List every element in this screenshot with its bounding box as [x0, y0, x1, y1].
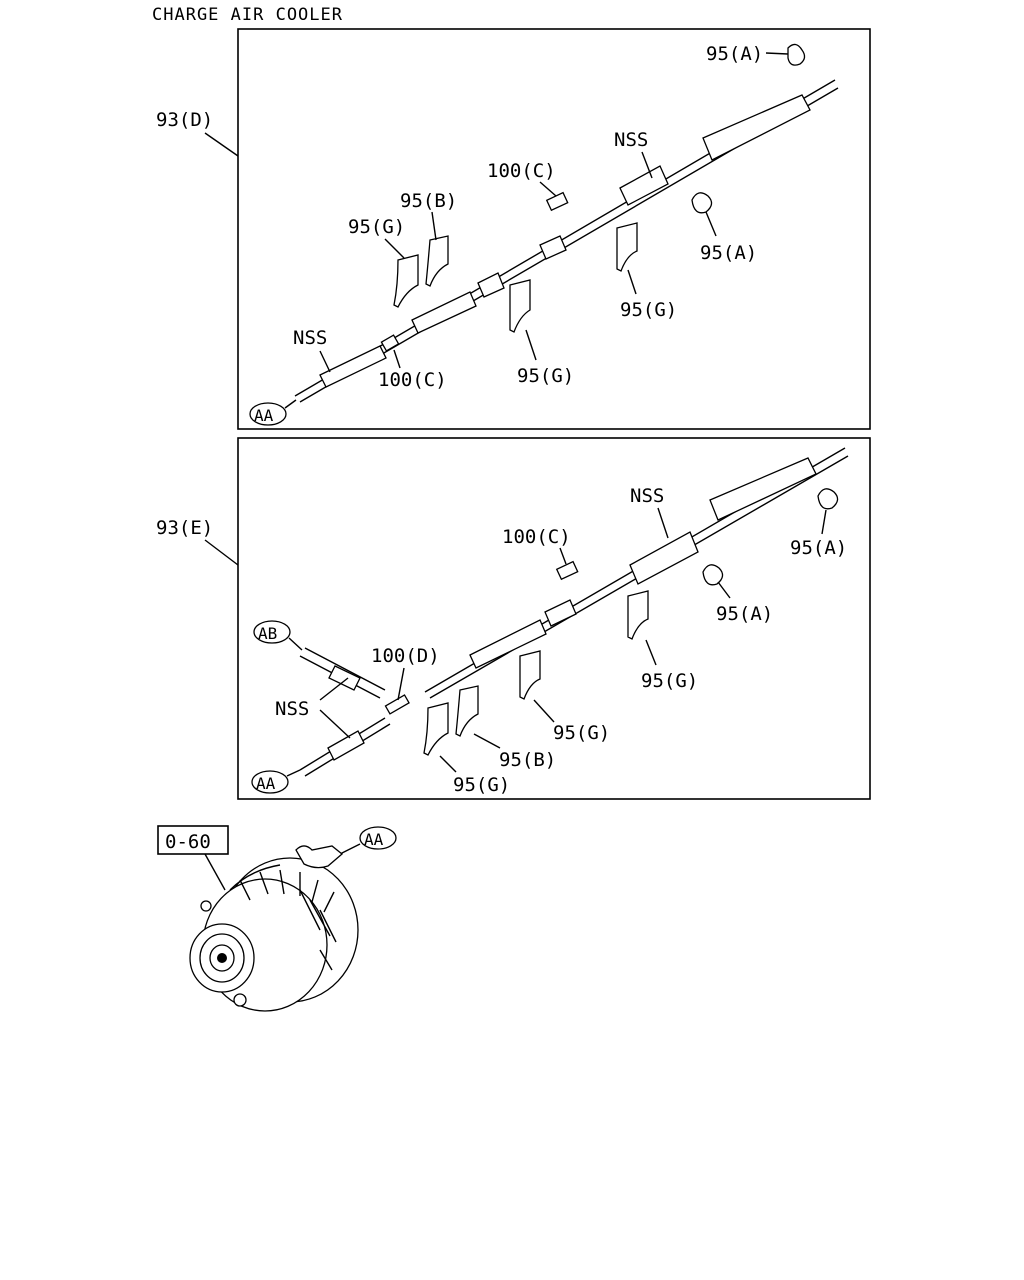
panel-93e-clip-95b [455, 685, 479, 737]
label-100c-top-e: 100(C) [502, 526, 571, 548]
label-95g-left: 95(G) [348, 216, 405, 238]
panel-93d-tube [294, 79, 839, 403]
panel-93e-frame [237, 437, 871, 800]
connector-aa-93d [249, 402, 287, 426]
panel-93e: 93(E) [156, 437, 871, 800]
label-95a-right-e: 95(A) [790, 537, 847, 559]
label-95b: 95(B) [400, 190, 457, 212]
label-95g-right-e: 95(G) [641, 670, 698, 692]
diagram-title: CHARGE AIR COOLER [152, 5, 343, 25]
connector-ab-label: AB [258, 624, 277, 643]
connector-aa-93d-label: AA [254, 406, 274, 425]
connector-aa-alternator-label: AA [364, 830, 384, 849]
label-95a-mid-e: 95(A) [716, 603, 773, 625]
panel-93e-clip-95g-mid [519, 650, 541, 700]
label-95g-right: 95(G) [620, 299, 677, 321]
panel-93d-clip-95g-bottom [509, 279, 531, 333]
panel-93e-clip-95a-right [817, 488, 839, 510]
panel-93d: 93(D) [156, 28, 871, 430]
label-100c-top: 100(C) [487, 160, 556, 182]
alternator-ref-box [157, 825, 229, 855]
label-100d: 100(D) [371, 645, 440, 667]
panel-93d-frame [237, 28, 871, 430]
panel-93d-clip-95g-right [616, 222, 638, 272]
label-95g-bottom: 95(G) [517, 365, 574, 387]
label-nss-left-e: NSS [275, 698, 309, 720]
panel-93d-clip-95b [425, 235, 449, 287]
label-100c-bottom: 100(C) [378, 369, 447, 391]
panel-93e-clip-95g-right [627, 590, 649, 640]
panel-93d-clip-95a-top [787, 43, 806, 66]
label-95a-mid: 95(A) [700, 242, 757, 264]
alternator-ref: 0-60 [165, 831, 211, 853]
label-95g-bottom-e: 95(G) [453, 774, 510, 796]
panel-93e-tube [299, 447, 849, 777]
panel-93d-clip-95g-left [393, 254, 419, 308]
label-nss-top: NSS [614, 129, 648, 151]
connector-aa-93e [251, 770, 289, 794]
alternator-body [189, 845, 359, 1012]
label-95g-mid-e: 95(G) [553, 722, 610, 744]
connector-ab [253, 620, 291, 644]
panel-93e-clip-95g-bottom [423, 702, 449, 756]
label-95a-top: 95(A) [706, 43, 763, 65]
connector-aa-93e-label: AA [256, 774, 276, 793]
label-95b-e: 95(B) [499, 749, 556, 771]
alternator: 0-60 AA [157, 825, 397, 1012]
label-nss-left: NSS [293, 327, 327, 349]
panel-93e-clip-95a-mid [702, 564, 724, 586]
panel-93d-ref: 93(D) [156, 109, 213, 131]
connector-aa-alternator [359, 826, 397, 850]
label-nss-top-e: NSS [630, 485, 664, 507]
panel-93d-clip-95a-mid [691, 192, 713, 214]
panel-93e-ref: 93(E) [156, 517, 213, 539]
